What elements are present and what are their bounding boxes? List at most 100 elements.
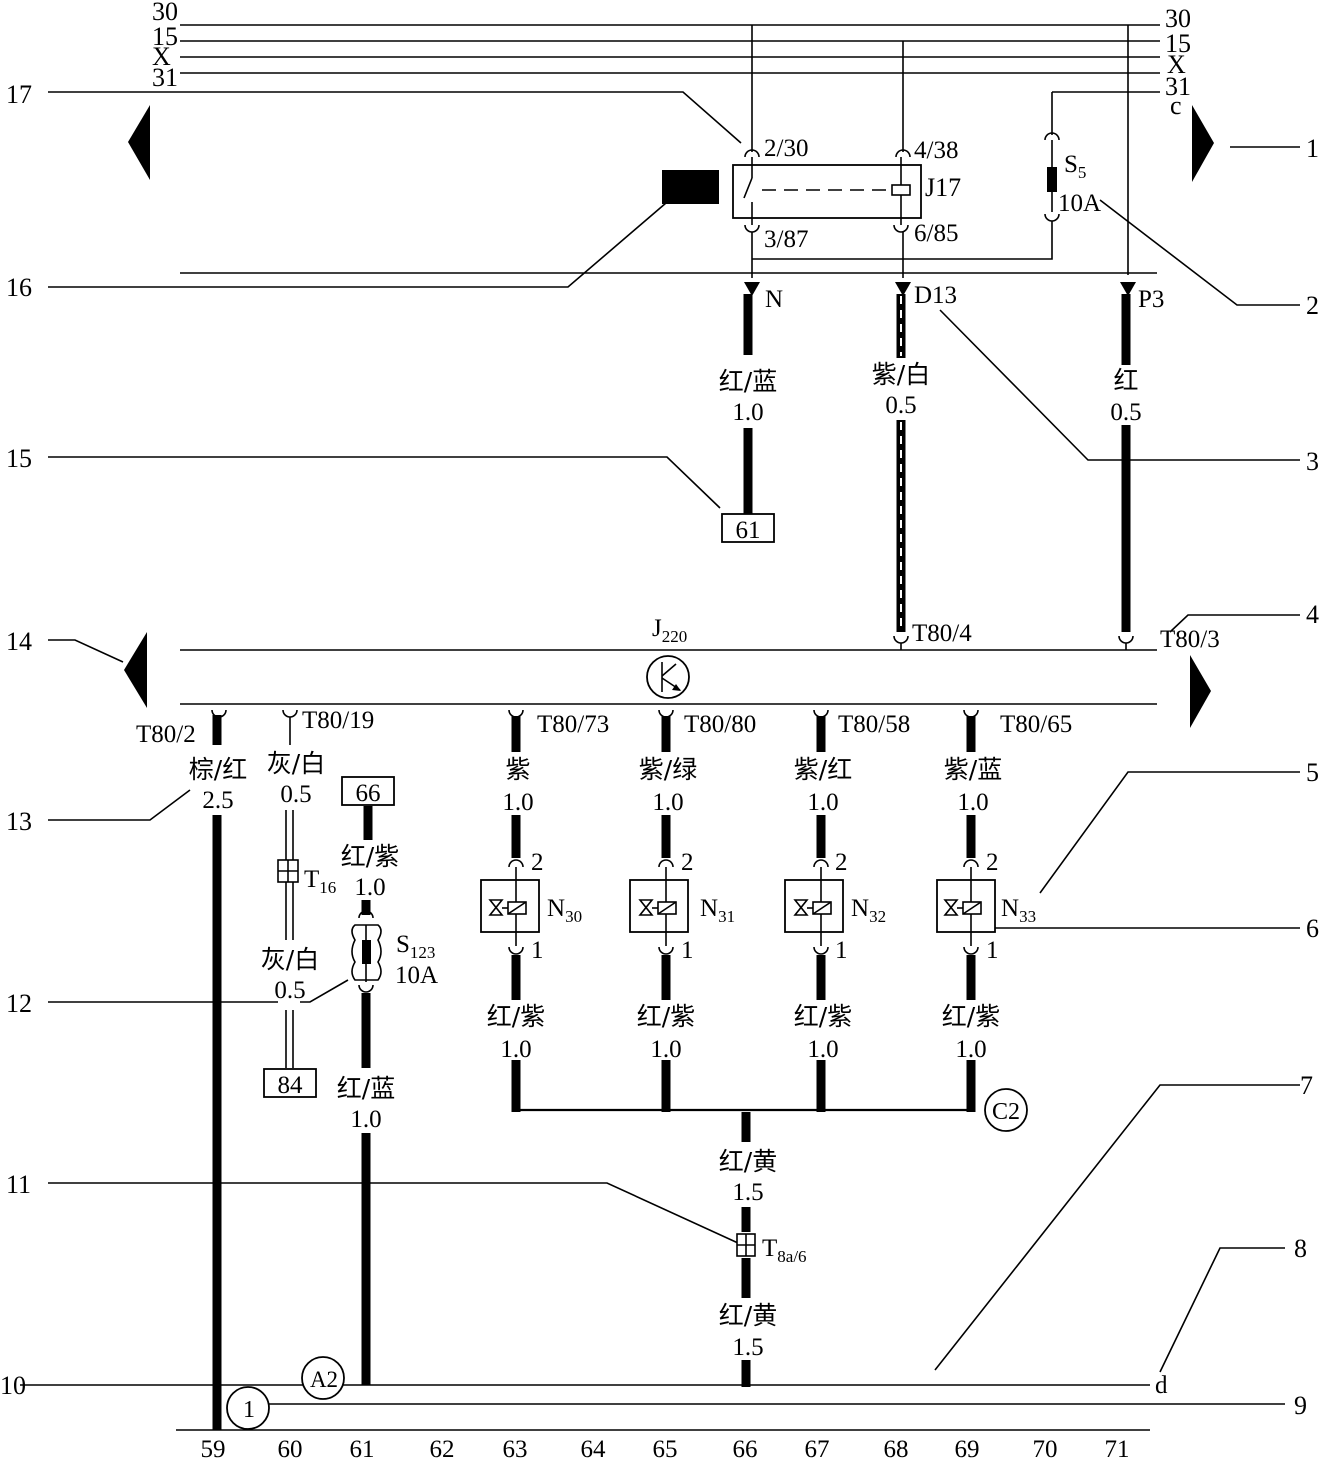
wire-s123: 66 红/紫 1.0 S123 10A 红/蓝 1.0 — [337, 776, 438, 1385]
page-arrow-left-mid — [124, 632, 147, 708]
valve-n32-top-size: 1.0 — [807, 789, 838, 816]
fuse-s123-name: S123 — [396, 931, 435, 962]
relay-pin-2-30: 2/30 — [764, 135, 808, 162]
fuse-s123-rating: 10A — [395, 962, 438, 989]
ecu-pin-t80-73: T80/73 — [537, 711, 609, 738]
page-arrow-right-mid — [1190, 655, 1211, 728]
junction-c2-label: C2 — [992, 1099, 1020, 1125]
valve-n30-bot-color: 红/紫 — [487, 1002, 545, 1031]
grid-69: 69 — [955, 1436, 980, 1459]
ecu-pin-t80-3: T80/3 — [1160, 626, 1220, 653]
ecu-pin-t80-65: T80/65 — [1000, 711, 1072, 738]
valve-n31-pin-1: 1 — [681, 937, 694, 964]
wire-common-size-a: 1.5 — [732, 1179, 763, 1206]
valve-n33-bot-size: 1.0 — [955, 1036, 986, 1063]
fuse-s5-name: S5 — [1064, 151, 1086, 182]
wire-s123-size-b: 1.0 — [350, 1106, 381, 1133]
fuse-s5: S5 10A — [752, 92, 1101, 260]
wire-p3-connector: P3 — [1138, 286, 1164, 313]
grid-71: 71 — [1105, 1436, 1130, 1459]
wire-t80-2-size: 2.5 — [202, 787, 233, 814]
callout-3: 3 — [1306, 447, 1319, 476]
ground-d-label: d — [1155, 1372, 1168, 1399]
wire-common: 红/黄 1.5 T8a/6 红/黄 1.5 — [719, 1112, 807, 1387]
valve-n33-bot-color: 红/紫 — [942, 1002, 1000, 1031]
callout-leaders — [20, 91, 1300, 1405]
relay-j17: J17 2/30 4/38 3/87 6/85 — [662, 25, 961, 253]
connector-t8a6-label: T8a/6 — [762, 1235, 807, 1266]
callout-8: 8 — [1294, 1234, 1307, 1263]
valve-n32-bot-size: 1.0 — [807, 1036, 838, 1063]
valve-n33-pin-1: 1 — [986, 937, 999, 964]
wire-t80-19: T16 灰/白 0.5 灰/白 0.5 84 — [261, 709, 336, 1099]
valve-n30: 紫 1.0 2 1 N30 红/紫 1.0 — [480, 709, 582, 1112]
wire-p3: P3 红 0.5 — [1110, 282, 1164, 632]
relay-pin-3-87: 3/87 — [764, 226, 808, 253]
fuse-s5-rating: 10A — [1058, 190, 1101, 217]
relay-location-marker — [662, 170, 719, 204]
callout-11: 11 — [6, 1170, 31, 1199]
grid-64: 64 — [581, 1436, 607, 1459]
valve-n30-bot-size: 1.0 — [500, 1036, 531, 1063]
valve-n32: 紫/红 1.0 2 1 N32 红/紫 1.0 — [784, 709, 886, 1112]
grid-60: 60 — [278, 1436, 303, 1459]
valve-n32-pin-2: 2 — [835, 849, 848, 876]
callout-12: 12 — [6, 989, 32, 1018]
valve-n32-name: N32 — [851, 895, 886, 926]
bus-label-right-31: 31 — [1165, 72, 1191, 101]
wire-n: N 红/蓝 1.0 61 — [719, 232, 783, 544]
valve-n31-bot-size: 1.0 — [650, 1036, 681, 1063]
valve-n33-name: N33 — [1001, 895, 1036, 926]
connector-t16-label: T16 — [304, 866, 336, 897]
wire-d13-color: 紫/白 — [872, 360, 930, 389]
wire-common-size-b: 1.5 — [732, 1334, 763, 1361]
page-arrow-right-top — [1192, 105, 1214, 182]
grid-70: 70 — [1033, 1436, 1058, 1459]
wire-n-connector: N — [765, 286, 783, 313]
grid-59: 59 — [201, 1436, 226, 1459]
ecu-pin-t80-19: T80/19 — [302, 707, 374, 734]
grid-61: 61 — [350, 1436, 375, 1459]
callout-9: 9 — [1294, 1391, 1307, 1420]
valve-n31-bot-color: 红/紫 — [637, 1002, 695, 1031]
callout-6: 6 — [1306, 914, 1319, 943]
valve-n33-pin-2: 2 — [986, 849, 999, 876]
relay-name: J17 — [925, 173, 961, 202]
ref-84-box: 84 — [278, 1072, 304, 1099]
ref-66-box: 66 — [356, 780, 381, 807]
valve-n30-top-color: 紫 — [505, 755, 530, 784]
grid-67: 67 — [805, 1436, 830, 1459]
grid-66: 66 — [733, 1436, 758, 1459]
valve-n32-top-color: 紫/红 — [794, 755, 852, 784]
bus-label-left-15: 15 — [152, 22, 178, 51]
ecu-pin-t80-4: T80/4 — [912, 620, 972, 647]
wire-common-color-b: 红/黄 — [719, 1301, 777, 1330]
grid-63: 63 — [503, 1436, 528, 1459]
ecu-name: J220 — [652, 615, 687, 646]
bus-label-left-30: 30 — [152, 0, 178, 26]
valve-n30-pin-1: 1 — [531, 937, 544, 964]
valve-n31-name: N31 — [700, 895, 735, 926]
ecu-pin-t80-80: T80/80 — [684, 711, 756, 738]
page-arrow-left-top — [128, 105, 150, 180]
ground-area: A2 1 d — [176, 1356, 1168, 1431]
wire-d13: D13 紫/白 0.5 — [872, 232, 957, 632]
valve-n33-top-size: 1.0 — [957, 789, 988, 816]
wire-p3-size: 0.5 — [1110, 399, 1141, 426]
wire-t80-19-color-b: 灰/白 — [261, 945, 319, 974]
valve-n31-top-color: 紫/绿 — [639, 755, 697, 784]
transistor-symbol — [646, 655, 690, 699]
callout-10: 10 — [0, 1371, 26, 1400]
valve-n31: 紫/绿 1.0 2 1 N31 红/紫 1.0 — [629, 709, 735, 1112]
wire-t80-19-size-b: 0.5 — [274, 977, 305, 1004]
valve-n32-bot-color: 红/紫 — [794, 1002, 852, 1031]
grid-numbers: 59 60 61 62 63 64 65 66 67 68 69 70 71 — [201, 1436, 1130, 1459]
ref-61-box: 61 — [736, 517, 761, 544]
callout-16: 16 — [6, 273, 32, 302]
ecu-j220: J220 T80/4 T80/3 T80/2 T80/19 T80/73 T80… — [136, 615, 1220, 748]
callout-5: 5 — [1306, 758, 1319, 787]
junction-c2: C2 — [984, 1088, 1028, 1132]
callout-2: 2 — [1306, 291, 1319, 320]
ground-a2-label: A2 — [310, 1367, 338, 1392]
